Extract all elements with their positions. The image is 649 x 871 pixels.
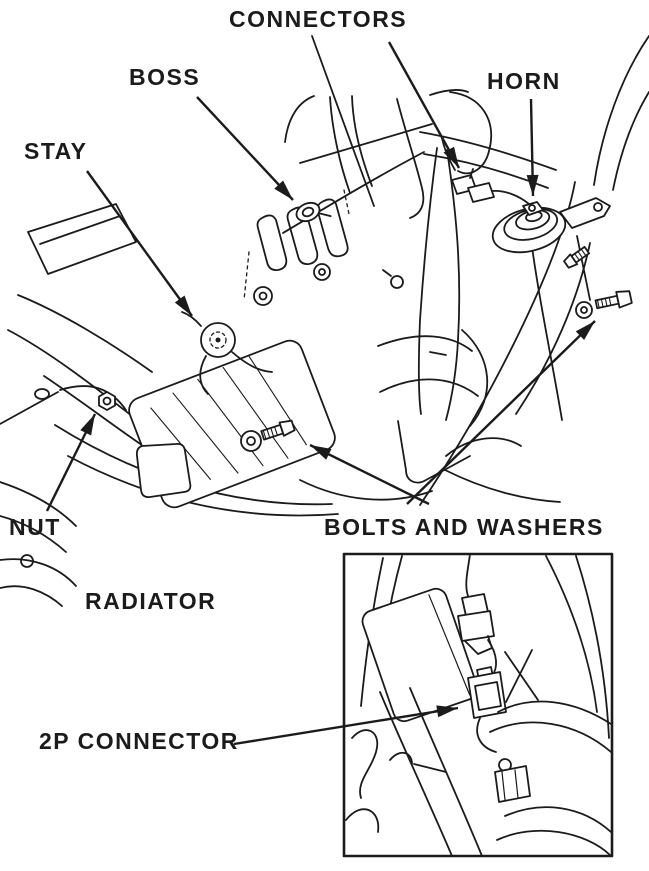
inset-box — [342, 552, 614, 858]
label-connectors: CONNECTORS — [229, 6, 408, 32]
leader-arrows — [45, 41, 596, 746]
sketch-frame-and-bodywork — [0, 35, 649, 607]
label-horn: HORN — [487, 68, 561, 94]
boss-shape — [295, 201, 332, 223]
leader-nut — [45, 413, 97, 512]
leader-2p-connector — [233, 705, 459, 746]
horn-shape — [491, 197, 611, 269]
two-p-connector-shape — [467, 666, 507, 719]
leader-horn — [526, 98, 539, 197]
label-boss: BOSS — [129, 64, 201, 90]
radiator-outline — [128, 339, 336, 509]
bolt-right — [575, 290, 633, 319]
nut-shape — [98, 391, 116, 411]
horn-bolt — [563, 245, 591, 269]
bolt-left — [240, 419, 296, 452]
label-nut: NUT — [9, 514, 61, 540]
leader-stay — [86, 170, 193, 317]
leader-boss — [196, 96, 294, 201]
leader-bolts-right — [406, 320, 596, 505]
inset-sketch — [345, 553, 612, 857]
leader-connectors — [387, 41, 461, 169]
label-2p-connector: 2P CONNECTOR — [39, 728, 239, 754]
connector-shapes — [451, 168, 495, 203]
main-illustration — [0, 35, 649, 607]
label-bolts-and-washers: BOLTS AND WASHERS — [324, 514, 604, 540]
label-radiator: RADIATOR — [85, 588, 217, 614]
label-stay: STAY — [24, 138, 88, 164]
leader-bolts-left — [309, 443, 430, 506]
